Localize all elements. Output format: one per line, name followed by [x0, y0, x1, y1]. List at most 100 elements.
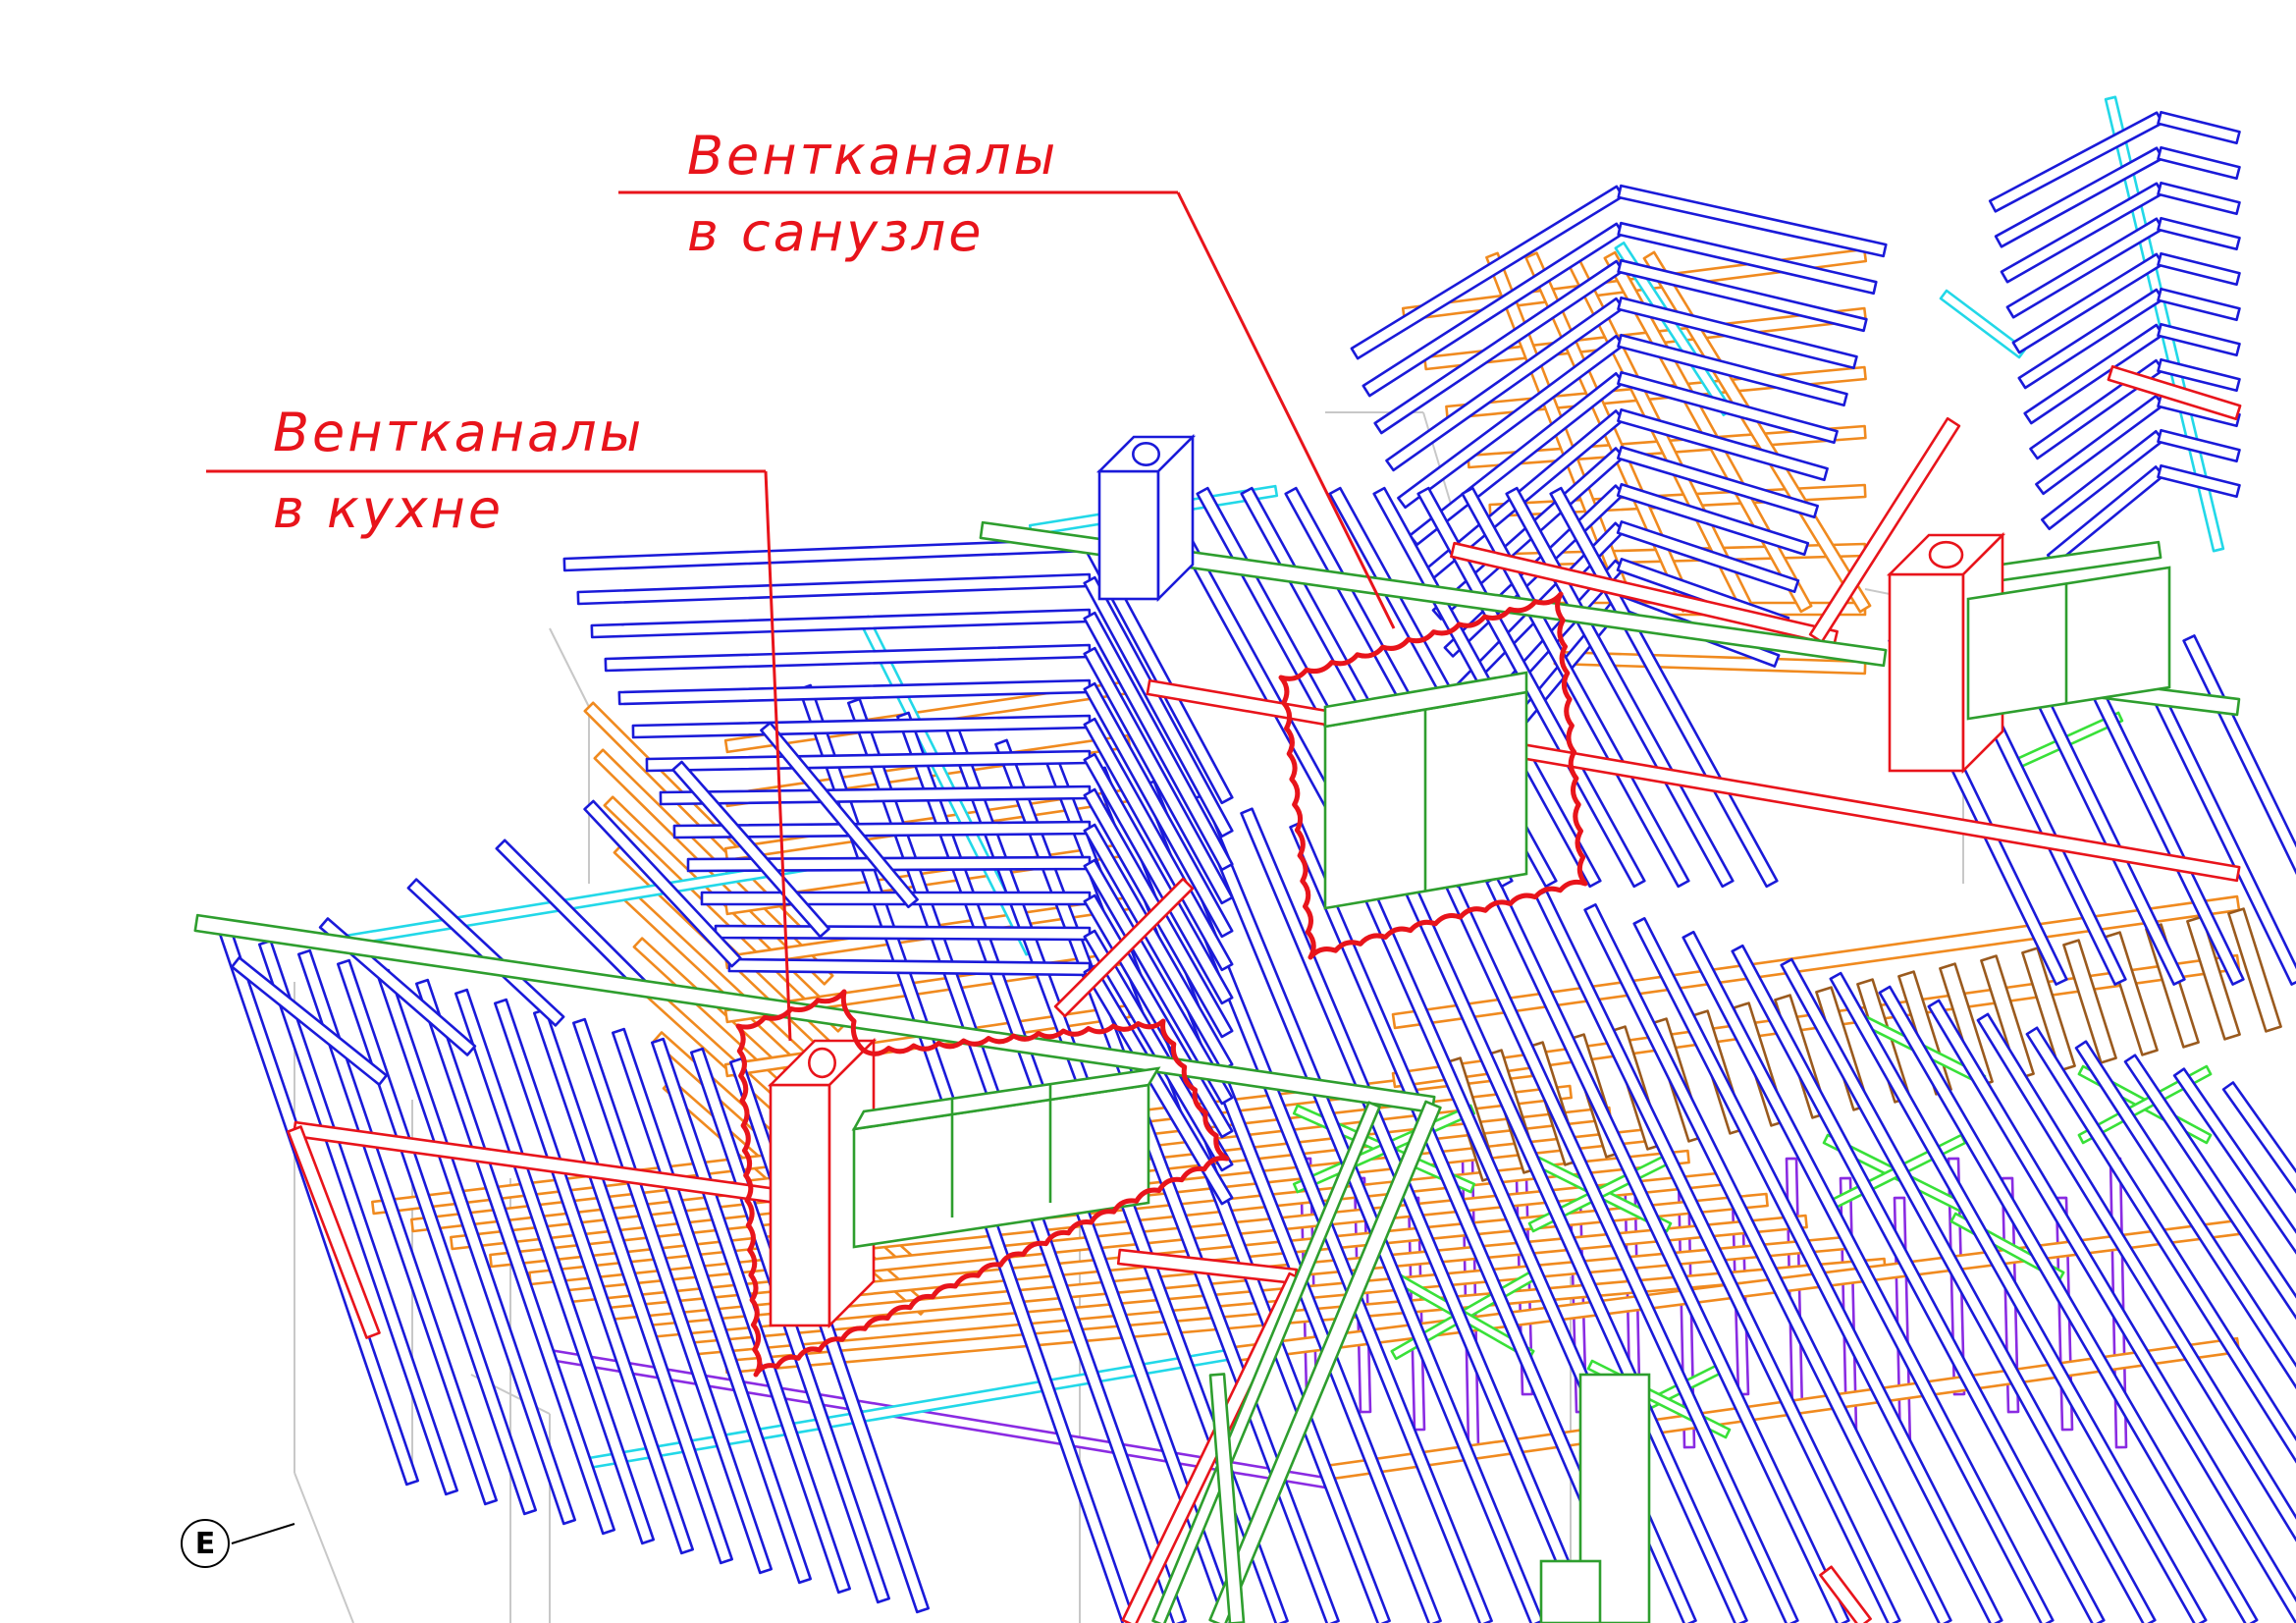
rafter-foot	[2227, 907, 2282, 1033]
rafter-foot	[2021, 947, 2076, 1072]
outline-edge	[549, 627, 590, 708]
callout-bathroom-line2: в санузле	[687, 201, 985, 263]
jack-rafter	[576, 572, 1092, 606]
jack-rafter	[1616, 519, 1800, 594]
jack-rafter	[1988, 111, 2164, 213]
jack-rafter	[714, 924, 1092, 942]
jack-rafter	[645, 749, 1092, 773]
jack-rafter	[1083, 823, 1234, 1072]
jack-rafter	[659, 784, 1092, 806]
ridge-beam	[1208, 1100, 1442, 1623]
ridge-post	[1208, 1373, 1246, 1623]
rafter	[1731, 944, 2106, 1623]
jack-rafter	[727, 957, 1092, 977]
jack-rafter	[1083, 681, 1234, 939]
rafter	[2025, 1026, 2296, 1464]
jack-rafter	[631, 714, 1092, 739]
jack-rafter	[2035, 394, 2164, 496]
outline-edge	[294, 1472, 354, 1623]
jack-rafter	[1397, 334, 1625, 510]
jack-rafter	[2157, 110, 2241, 145]
jack-rafter	[562, 537, 1092, 572]
hip-beam	[1116, 1248, 1299, 1285]
revision-cloud-kitchen	[735, 989, 1230, 1378]
rafter	[571, 1017, 774, 1575]
hip-beam	[1819, 1565, 1872, 1623]
jack-rafter	[1617, 407, 1829, 482]
jack-rafter	[1083, 964, 1234, 1206]
ridge-beam	[979, 520, 1888, 668]
jack-rafter	[1083, 575, 1234, 839]
leader-bathroom	[1176, 191, 1396, 629]
ventilation-shaft-layer	[767, 433, 2171, 1623]
jack-rafter	[2157, 287, 2241, 322]
rafter	[1461, 486, 1690, 889]
callout-kitchen-line1: Вентканалы	[273, 402, 645, 463]
jack-rafter	[604, 643, 1092, 673]
jack-rafter	[1350, 185, 1625, 360]
rafter	[296, 948, 499, 1506]
rafter	[1976, 1012, 2296, 1542]
jack-rafter	[1083, 611, 1234, 872]
outrigger	[583, 799, 742, 968]
jack-rafter	[1362, 222, 1625, 398]
rafter	[2074, 1040, 2296, 1390]
revision-cloud-layer	[735, 591, 1588, 1378]
brace	[2077, 1064, 2213, 1145]
jack-rafter	[1617, 370, 1839, 445]
callout-leader-layer	[206, 190, 1396, 1544]
jack-rafter	[1617, 445, 1819, 519]
rafter-foot	[1980, 954, 2035, 1080]
jack-rafter	[1083, 858, 1234, 1106]
rafter	[2123, 1054, 2296, 1321]
bathroom-vent-block	[1323, 671, 1528, 910]
jack-rafter	[590, 608, 1092, 639]
revision-cloud-bathroom	[1278, 591, 1588, 960]
jack-rafter	[1083, 752, 1234, 1005]
jack-rafter	[2000, 182, 2164, 284]
jack-rafter	[2017, 288, 2164, 390]
jack-rafter	[2157, 393, 2241, 428]
rafter	[611, 1027, 813, 1585]
rafter	[1583, 902, 1952, 1623]
runner	[1391, 894, 2241, 1030]
jack-rafter	[700, 891, 1092, 906]
jack-rafter	[2157, 181, 2241, 216]
rafter	[336, 958, 538, 1516]
hip-beam	[287, 1125, 381, 1339]
jack-rafter	[2157, 463, 2241, 499]
jack-rafter	[2041, 429, 2164, 531]
jack-rafter	[2005, 217, 2164, 319]
jack-rafter	[1617, 333, 1848, 407]
jack-rafter	[1083, 646, 1234, 905]
rafter	[493, 998, 695, 1555]
outrigger	[406, 878, 565, 1027]
jack-rafter	[2157, 357, 2241, 393]
hip-beam	[1450, 541, 1839, 647]
rafter	[1878, 985, 2259, 1623]
jack-rafter	[1617, 296, 1858, 370]
rafter	[650, 1037, 852, 1595]
jack-rafter	[672, 820, 1092, 839]
hip-beam	[1808, 416, 1961, 644]
batten	[1642, 250, 1872, 614]
jack-rafter	[617, 678, 1092, 706]
leader-kitchen	[764, 470, 792, 1042]
rafter	[2172, 1067, 2296, 1255]
rafter	[1632, 916, 2003, 1623]
jack-rafter	[1385, 297, 1625, 472]
callout-bathroom-line1: Вентканалы	[687, 125, 1059, 187]
jack-rafter	[1994, 146, 2164, 248]
ridge-beam	[193, 913, 1436, 1114]
axis-marker-e: Е	[181, 1519, 230, 1568]
rafter	[1927, 999, 2296, 1623]
rafter	[1829, 971, 2208, 1623]
jack-rafter	[2157, 428, 2241, 463]
rafter	[1682, 930, 2055, 1623]
jack-rafter	[1083, 929, 1234, 1172]
rafter-foot	[2062, 939, 2117, 1064]
jack-rafter	[2011, 252, 2164, 354]
vent-stack-top	[1095, 433, 1197, 603]
rafter	[1505, 486, 1735, 889]
